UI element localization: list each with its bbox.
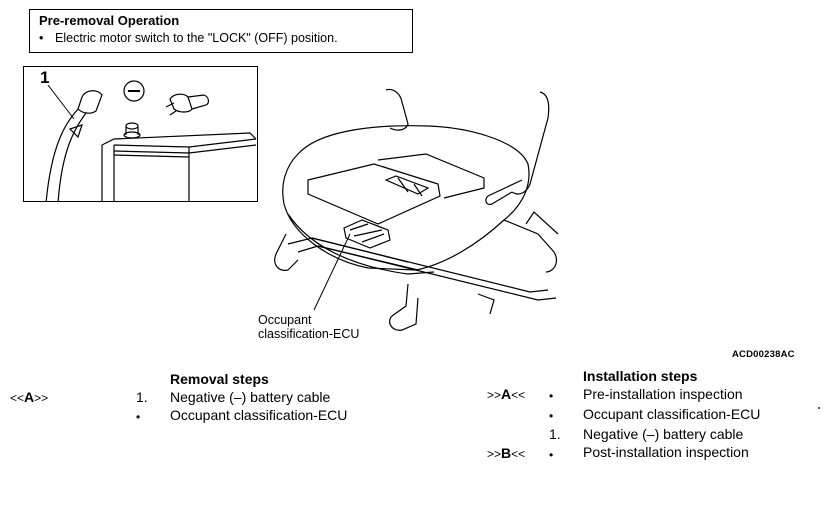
installation-step-marker: • — [549, 409, 554, 423]
installation-step-marker: • — [549, 448, 554, 462]
installation-step-label: Occupant classification-ECU — [583, 406, 761, 422]
installation-ref-b: >>B<< — [487, 445, 526, 461]
pre-removal-box: Pre-removal Operation • Electric motor sw… — [29, 9, 413, 53]
installation-steps-title: Installation steps — [583, 368, 698, 384]
installation-step-marker: • — [549, 389, 554, 403]
removal-steps-title: Removal steps — [170, 371, 269, 387]
stray-mark — [818, 407, 820, 409]
removal-ref-a: <<A>> — [10, 389, 49, 405]
pre-removal-item-text: Electric motor switch to the "LOCK" (OFF… — [55, 31, 338, 45]
removal-step-marker: 1. — [136, 389, 148, 405]
installation-step-label: Negative (–) battery cable — [583, 426, 744, 442]
removal-step-label: Negative (–) battery cable — [170, 389, 331, 405]
battery-drawing: 1 — [40, 68, 257, 201]
installation-step-label: Post-installation inspection — [583, 444, 749, 460]
removal-step-marker: • — [136, 410, 141, 424]
installation-ref-a: >>A<< — [487, 386, 526, 402]
ecu-label-line2: classification-ECU — [258, 327, 360, 341]
removal-step-label: Occupant classification-ECU — [170, 407, 348, 423]
figure-code: ACD00238AC — [732, 349, 795, 360]
installation-step-label: Pre-installation inspection — [583, 386, 743, 402]
installation-step-marker: 1. — [549, 426, 561, 442]
ecu-label-line1: Occupant — [258, 313, 312, 327]
battery-illustration: 1 — [23, 66, 258, 202]
bullet: • — [39, 31, 44, 45]
pre-removal-item: • Electric motor switch to the "LOCK" (OF… — [39, 31, 338, 45]
callout-number: 1 — [40, 68, 49, 87]
seat-illustration — [274, 88, 559, 331]
ecu-label: Occupant classification-ECU — [258, 313, 359, 341]
pre-removal-title: Pre-removal Operation — [39, 13, 180, 28]
